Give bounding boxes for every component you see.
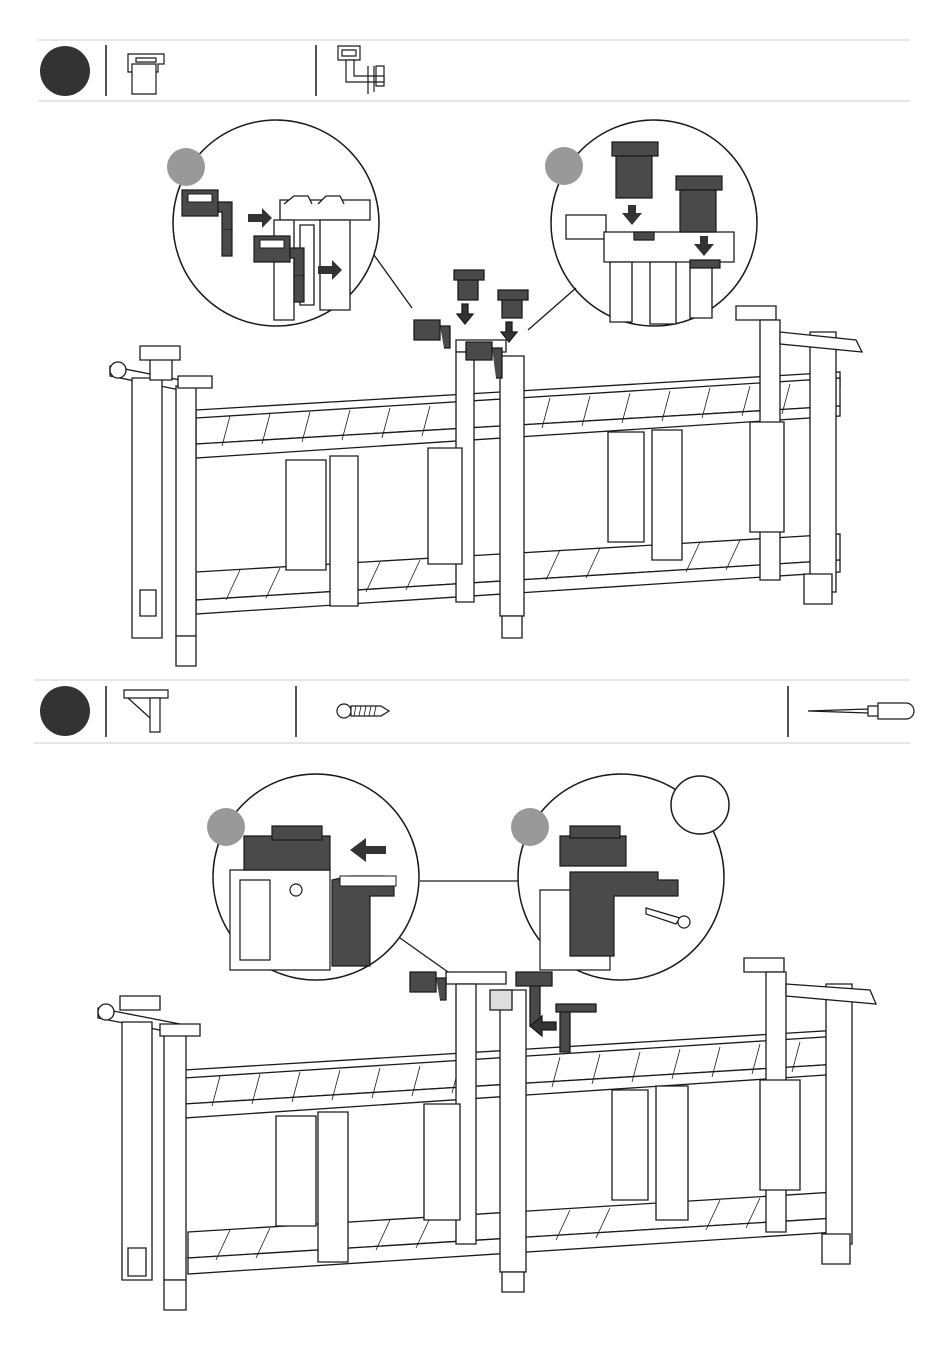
step-1-bench-assembly: [110, 270, 862, 666]
step-1-badge: [40, 46, 90, 96]
sub-step-marker-b: [545, 147, 583, 185]
screwdriver-icon: [808, 703, 914, 719]
step-2-callout-left: [207, 774, 448, 980]
sub-step-marker-b: [511, 808, 549, 846]
step-2-parts-header: [34, 680, 914, 743]
l-bracket-part-icon: [124, 690, 168, 732]
step-2-callout-right: [511, 774, 729, 980]
step-1-callout-right: [528, 120, 757, 330]
step-1-parts-header: [38, 40, 910, 101]
bracket-clip-part-icon: [338, 46, 384, 94]
step-1-callout-left: [167, 120, 412, 326]
corner-connector-part-icon: [128, 54, 164, 94]
step-2-bench-assembly: [98, 958, 876, 1310]
sub-step-marker-a: [167, 148, 205, 186]
step-2-badge: [40, 686, 90, 736]
empty-quantity-circle: [671, 776, 729, 834]
screw-part-icon: [337, 704, 389, 718]
sub-step-marker-a: [207, 808, 245, 846]
